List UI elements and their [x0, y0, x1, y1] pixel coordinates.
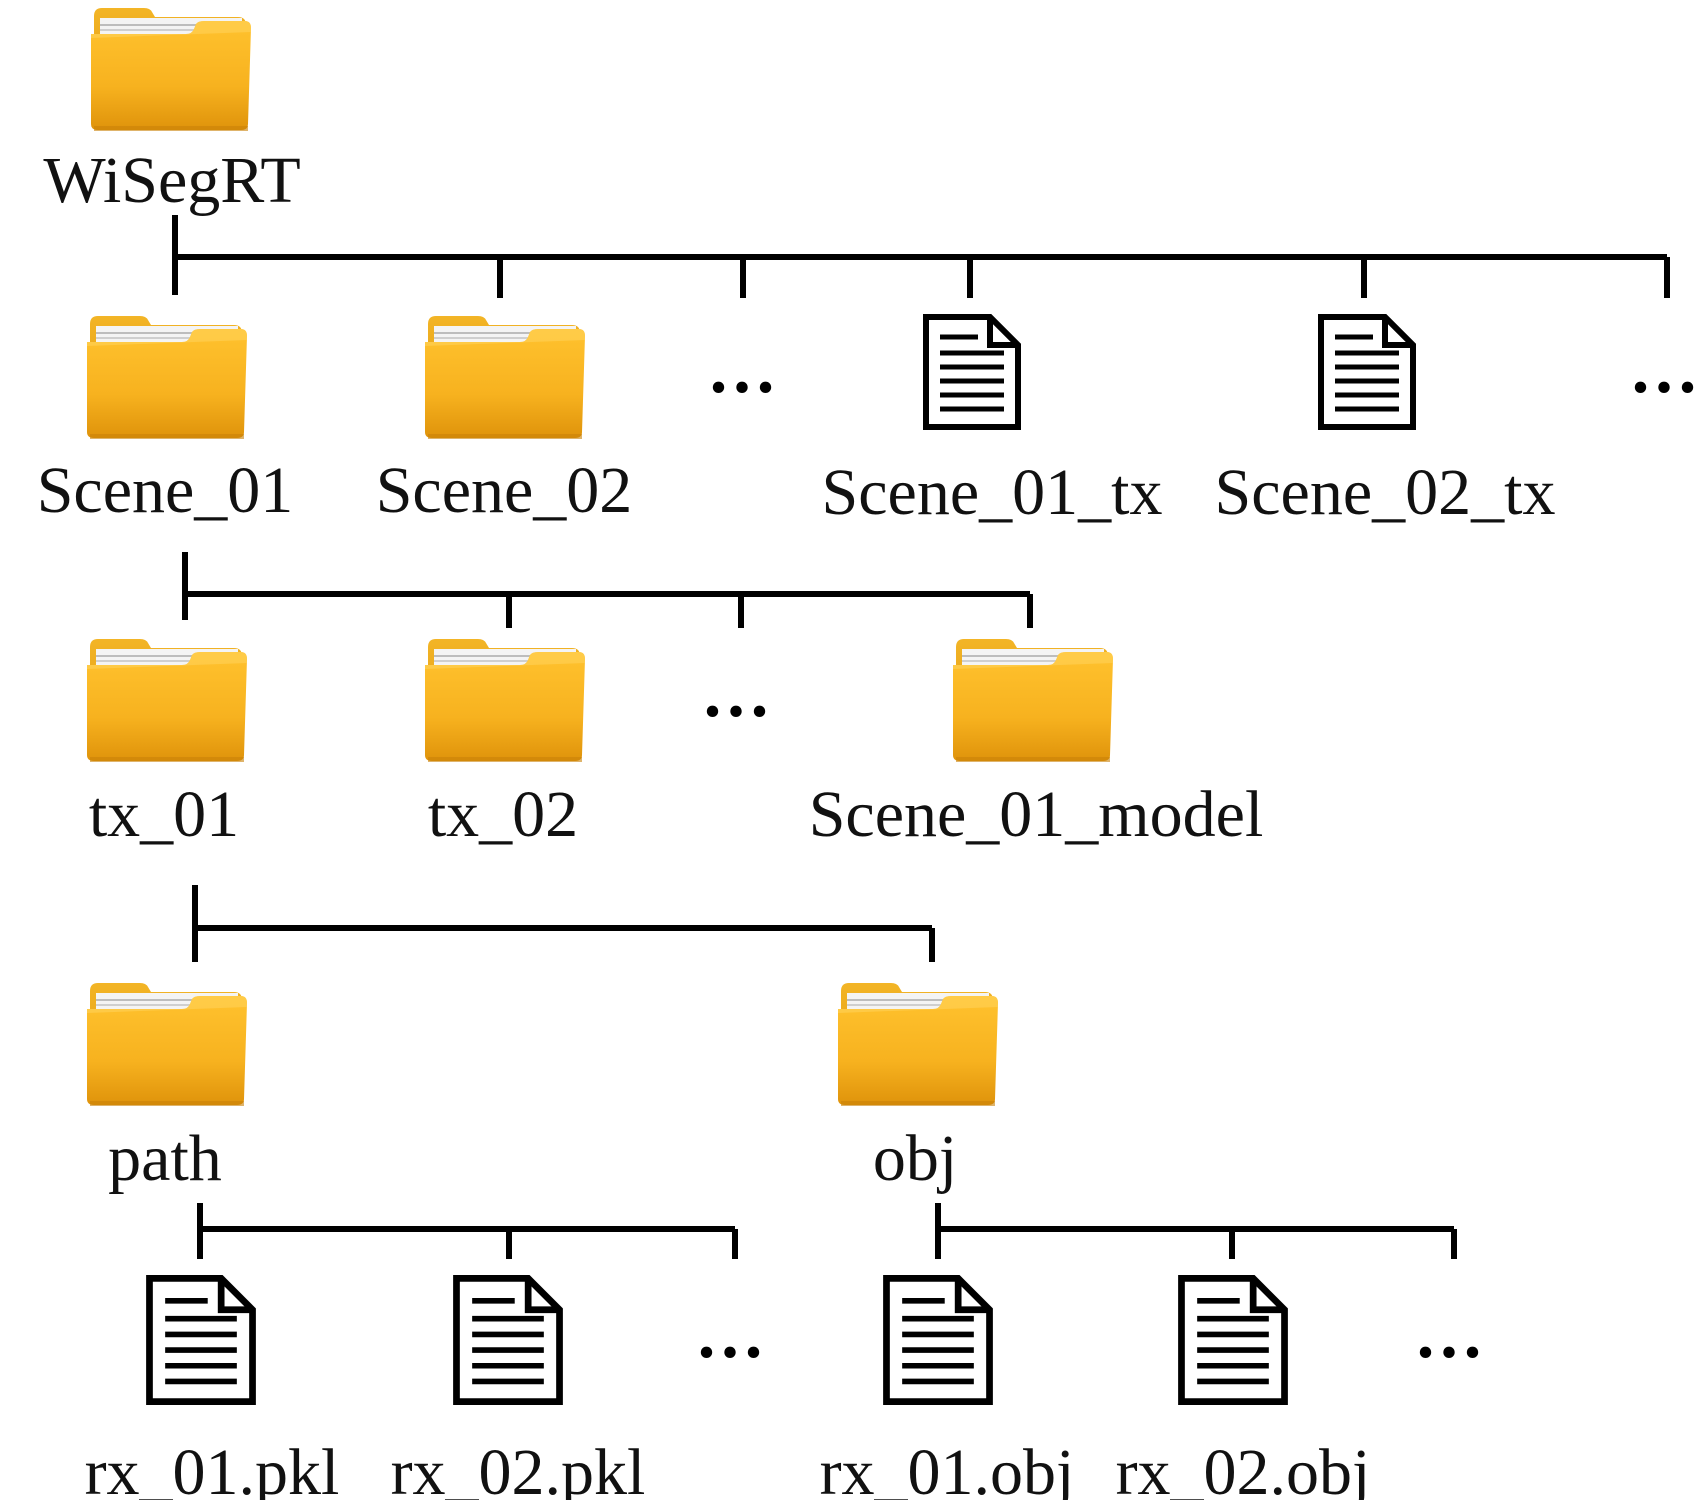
folder-icon	[953, 639, 1113, 762]
folder-label-scene-01-model: Scene_01_model	[809, 778, 1264, 851]
folder-icon	[91, 8, 251, 131]
folder-icon	[87, 316, 247, 439]
document-icon	[149, 1278, 252, 1401]
folder-label-tx-02: tx_02	[428, 778, 578, 851]
file-label-rx-01-pkl: rx_01.pkl	[85, 1436, 340, 1500]
folder-label-scene-02: Scene_02	[376, 454, 633, 527]
document-icon	[456, 1278, 559, 1401]
ellipsis-files: ...	[1632, 331, 1703, 408]
document-icon	[926, 317, 1018, 427]
file-label-rx-02-obj: rx_02.obj	[1116, 1436, 1371, 1500]
document-icon	[1321, 317, 1413, 427]
file-label-scene-02-tx: Scene_02_tx	[1215, 456, 1556, 529]
branch-connector-root	[172, 215, 1670, 298]
ellipsis-tx: ...	[704, 655, 775, 732]
root-folder-label: WiSegRT	[43, 144, 300, 217]
ellipsis-obj: ...	[1417, 1296, 1488, 1373]
folder-icon	[425, 639, 585, 762]
file-label-rx-01-obj: rx_01.obj	[820, 1436, 1075, 1500]
branch-connector-obj	[935, 1203, 1457, 1259]
branch-connector-scene-01	[182, 552, 1033, 628]
folder-label-tx-01: tx_01	[89, 778, 239, 851]
folder-icon	[425, 316, 585, 439]
document-icon	[1181, 1278, 1284, 1401]
file-label-scene-01-tx: Scene_01_tx	[822, 456, 1163, 529]
ellipsis-folders: ...	[710, 331, 781, 408]
folder-label-path: path	[108, 1122, 222, 1195]
document-icon	[886, 1278, 989, 1401]
folder-label-obj: obj	[873, 1122, 957, 1195]
folder-icon	[838, 983, 998, 1106]
folder-label-scene-01: Scene_01	[37, 454, 294, 527]
file-label-rx-02-pkl: rx_02.pkl	[391, 1436, 646, 1500]
folder-icon	[87, 639, 247, 762]
branch-connector-path	[197, 1203, 738, 1259]
branch-connector-tx-01	[192, 885, 935, 962]
folder-icon	[87, 983, 247, 1106]
ellipsis-pkl: ...	[698, 1296, 769, 1373]
